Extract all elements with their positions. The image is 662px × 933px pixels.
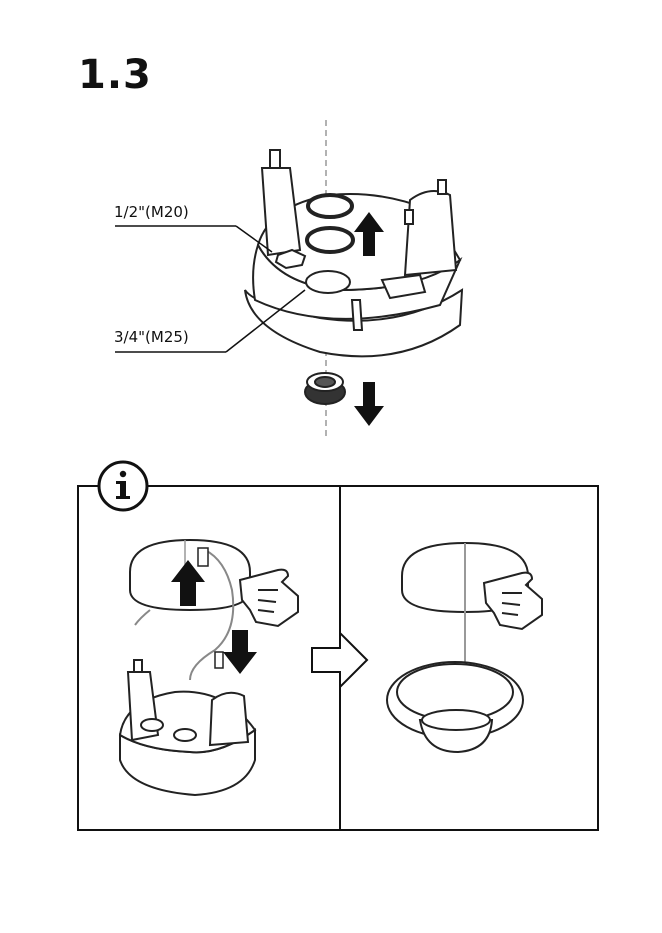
dome-camera bbox=[387, 662, 523, 752]
housing-base bbox=[245, 150, 462, 356]
pointing-hand-icon-left bbox=[240, 570, 298, 626]
callout-half-inch: 1/2"(M20) bbox=[114, 203, 189, 221]
arrow-down-icon-left bbox=[223, 630, 257, 674]
info-icon bbox=[99, 462, 147, 510]
arrow-right-icon bbox=[312, 633, 367, 687]
cable-plug bbox=[305, 373, 345, 404]
callout-three-quarter-inch: 3/4"(M25) bbox=[114, 328, 189, 346]
housing-left bbox=[120, 660, 255, 795]
arrow-down-icon bbox=[354, 382, 384, 426]
pointing-hand-icon-right bbox=[484, 573, 542, 629]
